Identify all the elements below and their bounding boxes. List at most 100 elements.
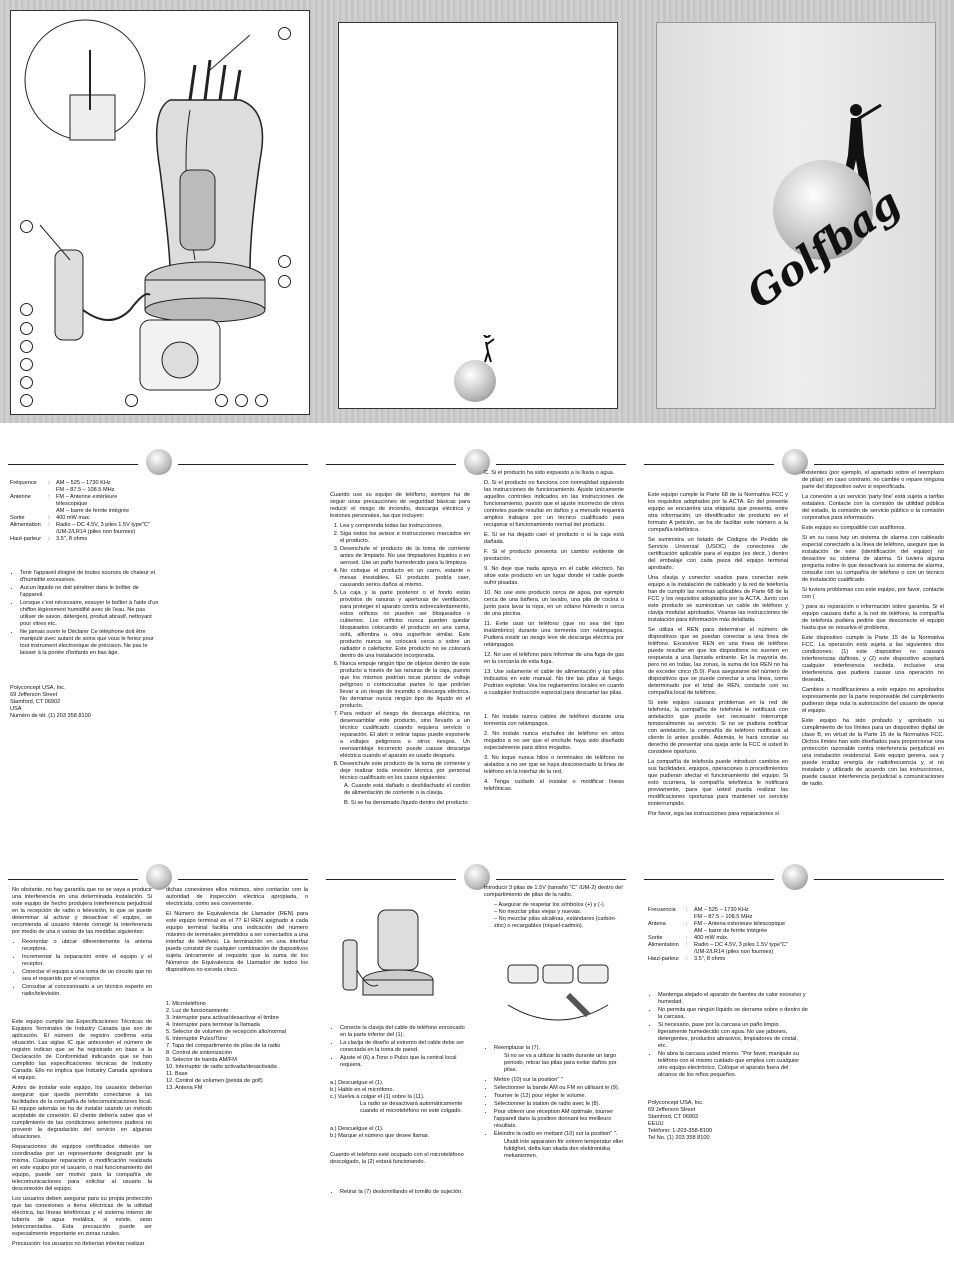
remove-step: Retirar la (7) destornillando el tornill…: [340, 1189, 470, 1196]
spec-label: Haut-parleur: [10, 536, 42, 542]
header-rule: [496, 879, 626, 880]
golf-ball-icon: [464, 864, 490, 890]
callout-marker: [278, 27, 291, 40]
safety-item: No coloque el producto en un carro, esta…: [340, 568, 470, 589]
golf-ball-icon: [146, 864, 172, 890]
fcc-paragraph: Por favor, siga las instrucciones para r…: [648, 811, 779, 817]
part-item: 4. Interruptor para terminar la llamada: [166, 1022, 260, 1028]
header-rule: [8, 464, 138, 465]
battery-note: Si no se va a utilizar la radio durante …: [504, 1053, 617, 1073]
spec-value: 3.5", 8 ohms: [694, 956, 726, 962]
address-es: Polyconcept USA, Inc. 69 Jefferson Stree…: [648, 1100, 713, 1141]
part-item: 9. Selector de banda AM/FM: [166, 1057, 237, 1063]
setup-step: Ajuste el (6) a Tono o Pulso que la cent…: [340, 1055, 470, 1069]
golfer-icon: [483, 335, 495, 363]
setup-illustration: [342, 909, 434, 996]
spec-value: 3.5", 8 ohms: [56, 536, 88, 542]
care-item: Aucun liquide ne doit pénétrer dans le b…: [20, 585, 162, 599]
callout-marker: [20, 340, 33, 353]
fcc-paragraph: Este equipo ha sido probado y aprobado s…: [802, 718, 944, 787]
radio-step: Tourner le (12) pour régler le volume.: [494, 1093, 626, 1100]
specs-fr-panel: Fréquence:AM – 525 – 1730 KHz FM – 87.5 …: [0, 430, 318, 840]
busy-note: Cuando el teléfono esté ocupado con el m…: [330, 1152, 464, 1165]
spec-label: Sortie: [648, 935, 663, 941]
header-rule: [496, 464, 626, 465]
fcc-paragraph: Si tuviera problemas con este equipo, po…: [802, 587, 944, 600]
fcc-panel: Este equipo cumple la Parte 68 de la Nor…: [636, 430, 954, 840]
care-item: Si necesario, pase por la carcasa un pañ…: [658, 1022, 808, 1050]
golf-ball-icon: [464, 449, 490, 475]
safety-item: 1. No instale nunca cables de teléfono d…: [484, 714, 624, 727]
golf-ball-icon: [782, 864, 808, 890]
setup-step: La clavija de diseño al extremo del cabl…: [340, 1040, 470, 1054]
radio-step: Pour obtenir une réception AM optimale, …: [494, 1109, 626, 1130]
battery-col: Introducir 3 pilas de 1.5V (tamaño "C" /…: [484, 885, 626, 933]
safety-panel: Cuando use su equipo de teléfono, siempr…: [318, 430, 636, 840]
care-item: Mantenga alejado el aparato de fuentes d…: [658, 992, 808, 1006]
spec-label: Sortie: [10, 515, 25, 521]
part-item: 2. Luz de funcionamiento: [166, 1008, 229, 1014]
fcc-paragraph: Este dispositivo cumple la Parte 15 de l…: [802, 635, 944, 683]
part-item: 5. Selector de volumen de recepción alto…: [166, 1029, 287, 1035]
spec-label: Antena: [648, 921, 666, 927]
fcc-paragraph: Este equipo cumple la Parte 68 de la Nor…: [648, 492, 788, 533]
specs-fr: Fréquence:AM – 525 – 1730 KHz FM – 87.5 …: [10, 480, 150, 542]
care-list-es: Mantenga alejado el aparato de fuentes d…: [648, 992, 808, 1080]
interference-item: Reorientar o ubicar diferentemente la an…: [22, 939, 152, 953]
spec-value: 400 mW max.: [56, 515, 91, 521]
golf-bag-phone-illustration: [24, 19, 266, 391]
safety-item: 3. No toque nunca hilos o terminales de …: [484, 755, 624, 775]
golf-ball-icon: [782, 449, 808, 475]
safety-item: 2. No instale nunca enchufes de teléfono…: [484, 731, 624, 751]
spec-label: Haut-parleur: [648, 956, 680, 962]
safety-item: Para reducir el riesgo de descarga eléct…: [340, 711, 470, 760]
interference-paragraph: Los usuarios deben asegurar para su prop…: [12, 1196, 152, 1237]
header-rule: [814, 879, 944, 880]
fcc-paragraph: Una clavija y conector usados para conec…: [648, 575, 788, 623]
dial-step: a.) Descuelgue el (1).: [330, 1126, 384, 1132]
fcc-col-2: existentes (por ejemplo, el apartado sob…: [802, 470, 944, 791]
interference-col-1: No obstante, no hay garantía que no se v…: [12, 887, 152, 1251]
fcc-col-1: Este equipo cumple la Parte 68 de la Nor…: [648, 492, 788, 821]
call-step: c.) Vuelva a colgar el (1) sobre la (11)…: [330, 1094, 425, 1100]
blank-frame: [338, 22, 618, 409]
safety-col-2: C. Si el producto ha sido expuesto a la …: [484, 470, 624, 796]
safety-item: C. Si el producto ha sido expuesto a la …: [484, 470, 615, 476]
part-item: 12. Control de volumen (pelota de golf): [166, 1078, 263, 1084]
safety-item: Siga todos los avisos e instrucciones ma…: [340, 531, 470, 545]
part-item: 1. Microteléfono: [166, 1001, 206, 1007]
safety-item: E. Si se ha dejado caer el producto o si…: [484, 532, 624, 545]
golf-ball-icon: [773, 160, 873, 260]
battery-col-2: Reemplazar la (7). Si no se va a utiliza…: [484, 1045, 626, 1163]
setup-panel: Conecte la clavija del cable de teléfono…: [318, 845, 636, 1273]
battery-step: – No mezclar pilas viejas y nuevas.: [494, 909, 582, 915]
interference-paragraph: Antes de instalar este equipo, los usuar…: [12, 1085, 152, 1140]
callout-marker: [20, 394, 33, 407]
header-rule: [326, 879, 456, 880]
part-item: 6. Interruptor Pulso/Tono: [166, 1036, 228, 1042]
fcc-paragraph: existentes (por ejemplo, el apartado sob…: [802, 470, 944, 490]
blank-panel: [318, 0, 636, 423]
battery-step: – No mezclar pilas alcalinas, estándares…: [494, 916, 617, 929]
callout-marker: [215, 394, 228, 407]
fcc-paragraph: Si este equipo causara problemas en la r…: [648, 700, 788, 755]
battery-replace: Reemplazar la (7).: [494, 1045, 626, 1052]
header-rule: [814, 464, 944, 465]
interference-item: Incrementar la separación entre el equip…: [22, 954, 152, 968]
header-rule: [8, 879, 138, 880]
safety-item: Desenchufe el producto de la toma de cor…: [340, 546, 470, 567]
cover-panel: Golfbag: [636, 0, 954, 423]
callout-marker: [255, 394, 268, 407]
care-item: Ne jamais ouvrir le Déclarer Ce téléphon…: [20, 629, 162, 657]
part-item: 3. Interruptor para activar/desactivar e…: [166, 1015, 279, 1021]
ren-col: dichas conexiones ellos mismos, sino con…: [166, 887, 308, 1092]
dial-step: b.) Marque el número que desee llamar.: [330, 1133, 430, 1139]
fcc-paragraph: ) para su reparación o información sobre…: [802, 604, 944, 631]
care-item: Tenir l'appareil éloigné de toutes sourc…: [20, 570, 162, 584]
safety-sub-item: B. Si se ha derramado líquido dentro del…: [344, 800, 470, 806]
call-step: La radio se desactivará automáticamente …: [360, 1101, 463, 1114]
humidity-note: Utsätt inte apparaten för extrem tempera…: [504, 1139, 624, 1159]
callout-marker: [20, 220, 33, 233]
safety-item: D. Si el producto no funciona con normal…: [484, 480, 624, 528]
care-item: No permita que ningún líquido se derrame…: [658, 1007, 808, 1021]
